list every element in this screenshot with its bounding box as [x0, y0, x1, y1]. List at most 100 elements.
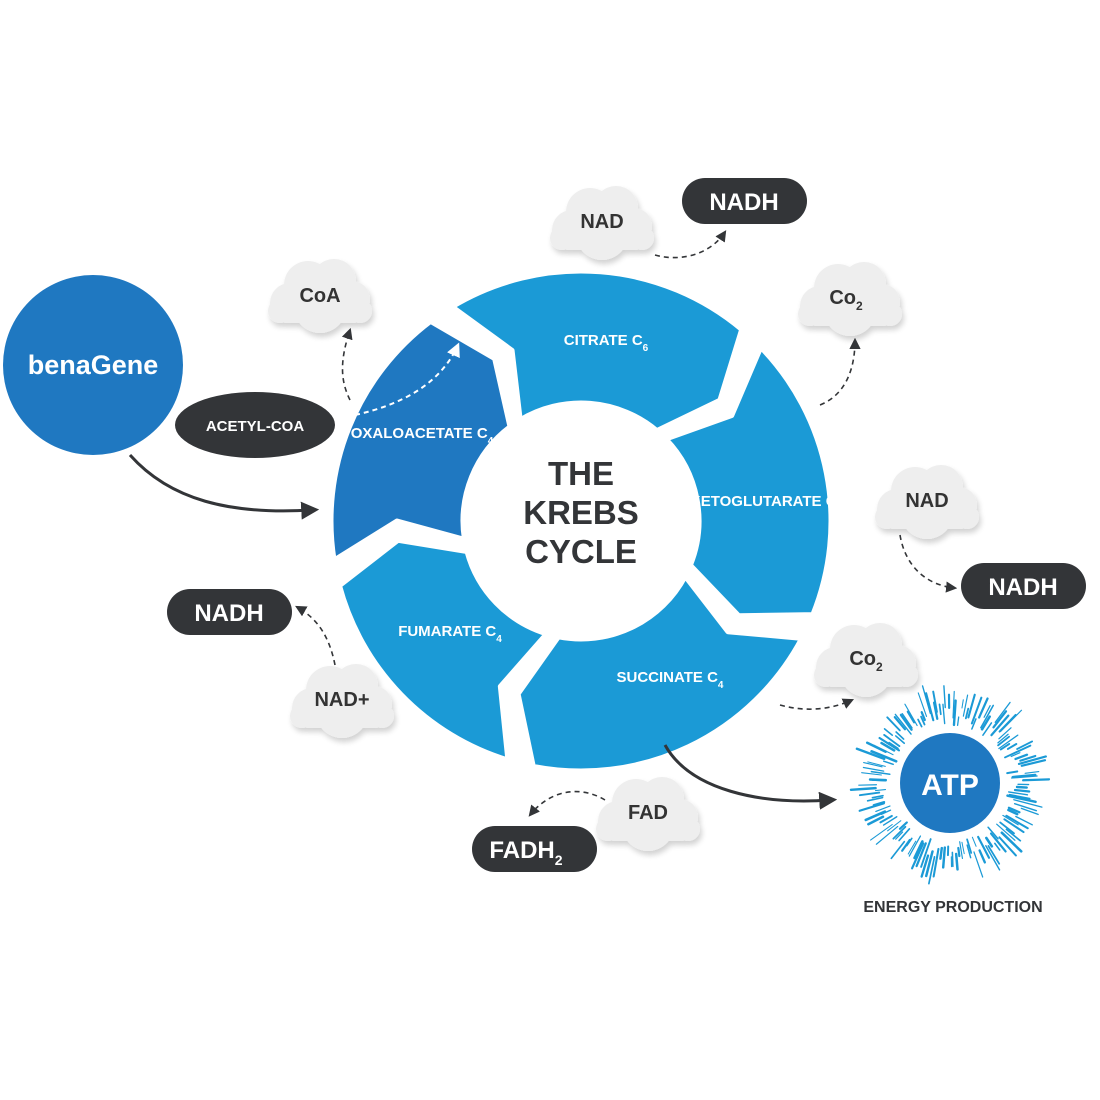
cloud-coa [268, 259, 372, 333]
burst-ray [1020, 759, 1047, 767]
atp-caption: ENERGY PRODUCTION [863, 899, 1042, 916]
nadh-right-pill [961, 563, 1086, 609]
burst-ray [1017, 755, 1047, 765]
burst-ray [893, 716, 907, 731]
burst-ray [971, 718, 977, 730]
burst-ray [994, 701, 1011, 723]
burst-ray [977, 697, 989, 719]
burst-ray [982, 722, 993, 736]
burst-ray [1008, 793, 1031, 800]
segment-oxaloacetate [328, 318, 513, 563]
burst-ray [1004, 744, 1032, 759]
burst-ray [998, 713, 1017, 733]
acetyl-coa-pill [175, 392, 335, 458]
burst-ray [917, 718, 923, 728]
burst-ray [1013, 802, 1038, 812]
burst-ray [878, 736, 901, 752]
burst-ray [870, 750, 898, 763]
burst-ray [871, 794, 884, 799]
cloud-nad-right-label: NAD [905, 490, 948, 512]
segment-citrate [449, 268, 745, 434]
segment-fumarate [337, 537, 549, 763]
burst-ray [928, 855, 936, 885]
burst-ray [994, 842, 1001, 851]
burst-ray [964, 707, 970, 720]
burst-ray [961, 841, 965, 855]
arrow-nad-to-nadh-right [899, 534, 958, 593]
stage-citrate-label: CITRATE C6 [564, 332, 649, 354]
burst-ray [942, 703, 946, 725]
burst-ray [920, 854, 930, 878]
burst-ray [864, 810, 887, 822]
burst-ray [962, 694, 969, 717]
burst-ray [898, 828, 911, 842]
nadh-left-pill [167, 589, 292, 635]
burst-ray [921, 685, 931, 715]
burst-ray [939, 846, 943, 860]
fadh2-label: FADH2 [489, 837, 562, 868]
burst-ray [895, 831, 904, 840]
burst-ray [980, 704, 995, 729]
burst-ray [952, 699, 957, 727]
burst-ray [868, 778, 888, 782]
burst-ray [932, 690, 938, 713]
burst-ray [959, 841, 964, 859]
burst-ray [862, 766, 885, 772]
cloud-co2-bottom-label: Co2 [849, 648, 883, 674]
burst-ray [978, 849, 986, 864]
burst-ray [1015, 815, 1033, 826]
burst-ray [996, 823, 1016, 841]
burst-ray [892, 825, 907, 840]
burst-ray [1013, 799, 1043, 808]
burst-ray [888, 741, 899, 750]
burst-ray [858, 791, 881, 797]
nadh-top-label: NADH [709, 189, 778, 216]
burst-ray [920, 838, 932, 868]
burst-ray [1020, 807, 1039, 816]
burst-ray [911, 842, 925, 870]
burst-ray [997, 733, 1009, 744]
burst-ray [870, 770, 891, 776]
burst-ray [985, 836, 994, 848]
burst-ray [872, 801, 886, 807]
burst-ray [1002, 814, 1019, 826]
cycle-ring [328, 268, 834, 774]
burst-ray [858, 802, 885, 812]
burst-ray [998, 727, 1012, 740]
burst-ray [1015, 785, 1028, 789]
burst-ray [987, 826, 999, 840]
center-title-line2: KREBS [523, 494, 639, 531]
burst-ray [952, 690, 955, 719]
arrow-fad-to-fadh2 [528, 790, 606, 817]
burst-ray [925, 692, 935, 722]
burst-ray [879, 814, 893, 824]
burst-ray [887, 820, 902, 832]
burst-ray [989, 832, 1007, 853]
burst-ray [999, 742, 1011, 751]
burst-ray [956, 716, 960, 727]
fadh2-pill [472, 826, 597, 872]
burst-ray [967, 693, 976, 719]
burst-ray [1007, 806, 1021, 814]
burst-ray [987, 845, 1001, 865]
nadh-top-pill [682, 178, 807, 224]
atp-circle [900, 733, 1000, 833]
burst-ray [1013, 788, 1031, 793]
cloud-fad [596, 777, 700, 851]
cloud-nad-right [875, 465, 979, 539]
cloud-co2-top [798, 262, 902, 336]
burst-ray [983, 705, 991, 718]
burst-ray [883, 733, 901, 748]
nadh-right-label: NADH [988, 574, 1057, 601]
burst-ray [913, 840, 924, 860]
burst-ray [1006, 770, 1019, 775]
cloud-nad-top [550, 186, 654, 260]
center-title-line1: THE [548, 455, 614, 492]
burst-ray [1010, 752, 1021, 758]
burst-ray [915, 842, 927, 868]
burst-ray [941, 846, 947, 869]
burst-ray [883, 728, 894, 736]
burst-ray [880, 741, 896, 752]
burst-ray [855, 747, 886, 761]
burst-ray [1006, 794, 1037, 804]
